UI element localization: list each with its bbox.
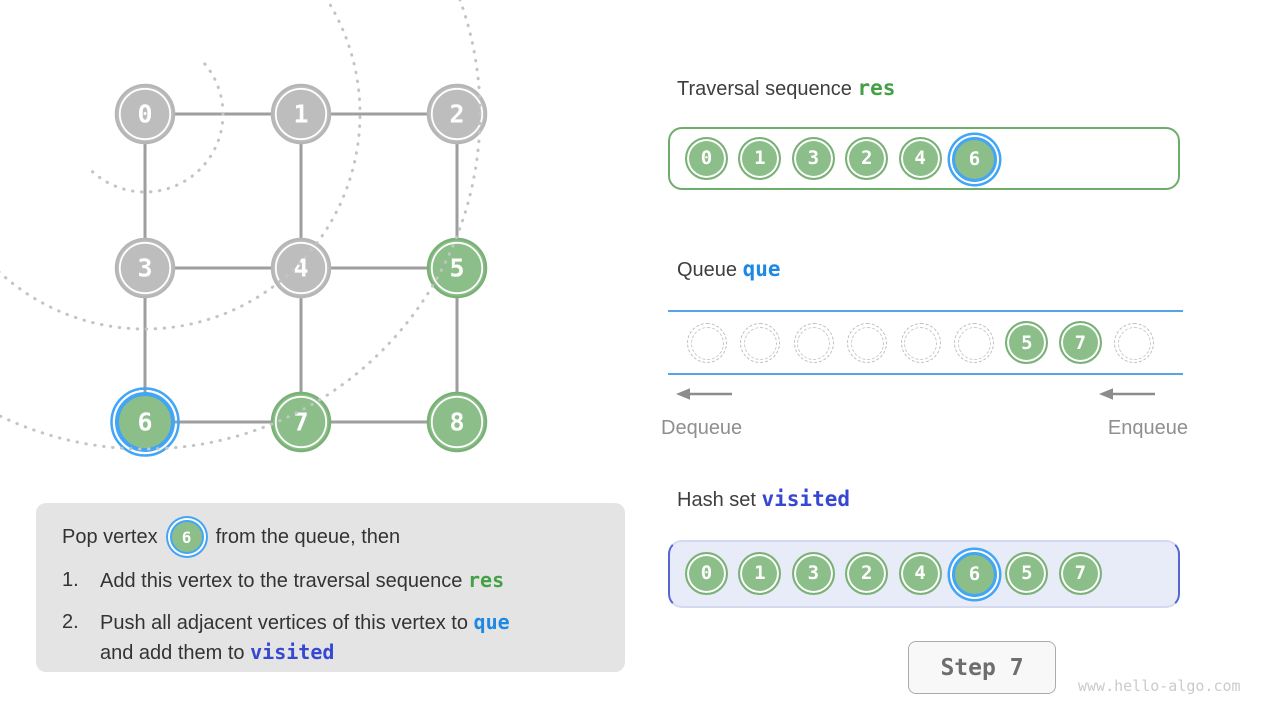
res-item-5: 6 [952, 136, 997, 182]
explanation-step-1: 1. Add this vertex to the traversal sequ… [62, 566, 605, 596]
svg-text:1: 1 [293, 100, 308, 129]
graph-vertex-2: 2 [426, 83, 488, 145]
svg-text:2: 2 [449, 100, 464, 129]
queue-slot-4 [900, 323, 941, 363]
graph-vertex-7: 7 [270, 391, 332, 453]
res-code-token: res [857, 76, 896, 100]
graph-vertex-4: 4 [270, 237, 332, 299]
bfs-level-arc-1 [88, 62, 225, 194]
hash-set-title: Hash set visited [677, 487, 850, 512]
graph-vertex-5: 5 [426, 237, 488, 299]
queue-item-7: 7 [1058, 321, 1102, 364]
step-1-text: Add this vertex to the traversal sequenc… [100, 566, 605, 596]
step-indicator-button[interactable]: Step 7 [908, 641, 1056, 694]
queue-slot-8 [1114, 323, 1155, 363]
res-item-3: 2 [845, 136, 889, 180]
svg-text:5: 5 [449, 254, 464, 283]
step-2-code1: que [473, 610, 510, 634]
visited-item-3: 2 [845, 551, 889, 595]
que-code-token: que [742, 257, 781, 281]
bfs-graph: 0 1 2 3 4 5 6 7 8 [0, 0, 488, 457]
explanation-intro: Pop vertex 6 from the queue, then [62, 520, 605, 554]
queue-bottom-line [668, 373, 1183, 375]
svg-text:6: 6 [137, 408, 152, 437]
step-1-line1: Add this vertex to the traversal sequenc… [100, 570, 463, 592]
graph-vertex-3: 3 [114, 237, 176, 299]
visited-item-1: 1 [738, 551, 782, 595]
graph-vertex-0: 0 [114, 83, 176, 145]
dequeue-arrow-icon [676, 388, 732, 400]
res-item-2: 3 [791, 136, 835, 180]
queue-title-text: Queue [677, 259, 738, 281]
step-2-number: 2. [62, 611, 79, 633]
visited-item-7: 7 [1058, 551, 1102, 595]
popped-vertex-badge: 6 [169, 520, 204, 554]
queue-slot-0 [687, 323, 727, 363]
res-item-1: 1 [738, 136, 782, 180]
visited-item-5: 6 [952, 551, 997, 597]
step-1-number: 1. [62, 569, 79, 591]
svg-text:4: 4 [293, 254, 308, 283]
explanation-intro-after: from the queue, then [215, 525, 401, 548]
enqueue-arrow-icon [1099, 388, 1155, 400]
traversal-sequence-title-text: Traversal sequence [677, 78, 852, 100]
queue-slot-3 [847, 323, 888, 363]
visited-item-2: 3 [791, 551, 835, 595]
explanation-step-2: 2. Push all adjacent vertices of this ve… [62, 608, 605, 668]
popped-vertex-label: 6 [181, 527, 192, 547]
visited-item-4: 4 [898, 551, 942, 595]
graph-vertex-1: 1 [270, 83, 332, 145]
res-item-0: 0 [685, 136, 728, 180]
bfs-level-arc-3 [0, 0, 482, 451]
queue-title: Queue que [677, 257, 781, 282]
explanation-box: Pop vertex 6 from the queue, then 1. Add… [36, 503, 625, 672]
graph-vertex-8: 8 [426, 391, 488, 453]
traversal-sequence-title: Traversal sequence res [677, 76, 895, 101]
step-2-line2: and add them to [100, 642, 245, 664]
svg-text:8: 8 [449, 408, 464, 437]
step-2-line1: Push all adjacent vertices of this verte… [100, 612, 468, 634]
queue-item-5: 5 [1005, 321, 1049, 364]
svg-text:3: 3 [137, 254, 152, 283]
queue-slot-5 [954, 323, 994, 363]
step-2-text: Push all adjacent vertices of this verte… [100, 608, 605, 668]
svg-text:7: 7 [293, 408, 308, 437]
enqueue-label: Enqueue [1107, 417, 1188, 439]
queue-slot-2 [793, 323, 834, 363]
queue-top-line [668, 310, 1183, 312]
step-2-code2: visited [250, 640, 335, 664]
svg-text:0: 0 [137, 100, 152, 129]
visited-code-token: visited [761, 487, 851, 511]
explanation-intro-before: Pop vertex [62, 525, 158, 548]
step-1-code: res [467, 568, 505, 592]
graph-vertex-6: 6 [110, 387, 180, 457]
dequeue-label: Dequeue [661, 417, 743, 439]
queue-slot-1 [740, 323, 781, 363]
watermark: www.hello-algo.com [1078, 677, 1241, 695]
hash-set-title-text: Hash set [677, 489, 756, 511]
visited-item-0: 0 [685, 551, 728, 595]
visited-item-6: 5 [1005, 551, 1049, 595]
res-item-4: 4 [898, 136, 942, 180]
